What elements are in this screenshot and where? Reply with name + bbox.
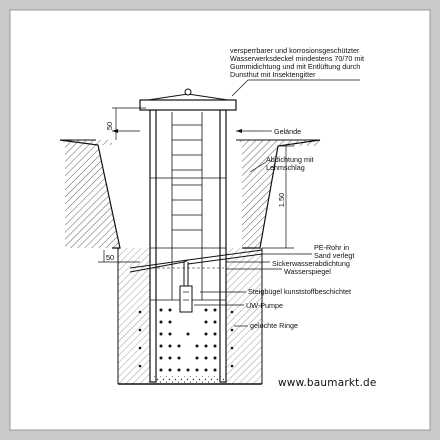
pipe-label-line1: PE-Rohr in [314,243,349,252]
pe-pipe [129,249,263,273]
seal-label-line2: Lehmschlag [266,163,305,172]
water-level-label: Wasserspiegel [284,267,331,276]
ground-arrows [112,129,262,133]
watermark: www.baumarkt.de [278,377,377,389]
seepage-label: Sickerwasserabdichtung [272,259,350,268]
steps-label: Steigbügel kunststoffbeschichtet [248,287,351,296]
pump-label: UW-Pumpe [246,301,283,310]
pipe-label-line2: Sand verlegt [314,251,354,260]
dimension-top: 50 [105,122,114,130]
soil-lower [117,248,263,385]
ground-label: Gelände [274,127,301,136]
ladder-steps [171,112,203,300]
well-cover [139,88,237,111]
pump-assembly [179,262,193,313]
cover-label-line3: Gummidichtung und mit Entlüftung durch [230,62,360,71]
dimension-middle: 1.50 [277,193,286,208]
seal-label-line1: Abdichtung mit [266,155,314,164]
leader-lines [194,79,360,327]
gravel-bed [152,376,224,384]
rings-label: gelochte Ringe [250,321,298,330]
cover-label-line2: Wasserwerksdeckel mindestens 70/70 mit [230,54,364,63]
dimension-lines [98,107,294,263]
cover-label-line4: Dunsthut mit Insektengitter [230,70,316,79]
dimension-bottom: 50 [106,253,114,262]
perforated-rings [138,308,234,372]
cover-label-line1: versperrbarer und korrosionsgeschützter [230,46,360,55]
